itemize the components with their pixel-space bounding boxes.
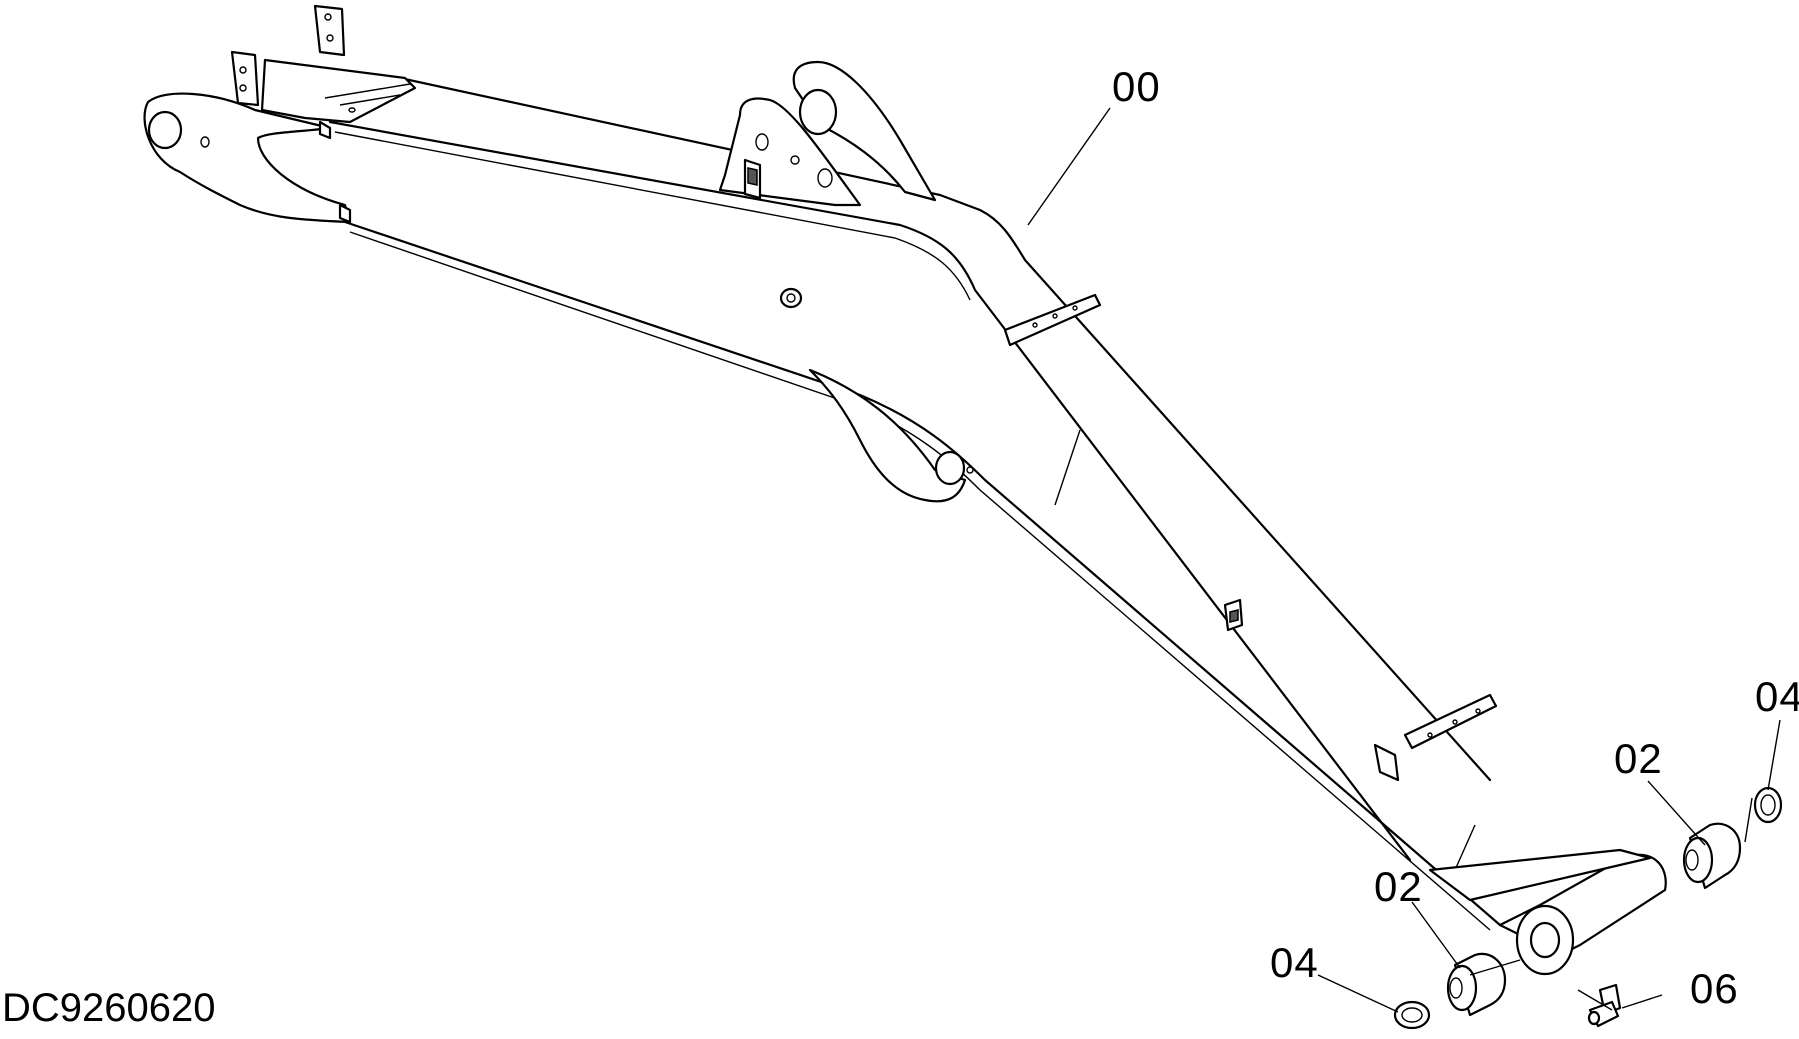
part-label-grease-fitting: 06: [1690, 965, 1739, 1012]
part-label-seal-left: 04: [1270, 939, 1319, 986]
part-label-bushing-left: 02: [1374, 863, 1423, 910]
drawing-id: DC9260620: [2, 986, 216, 1030]
loose-parts: [1393, 786, 1783, 1030]
part-label-bushing-right: 02: [1614, 735, 1663, 782]
boom-body: [143, 4, 1667, 976]
part-label-boom: 00: [1112, 63, 1161, 110]
leader-lines: [1027, 107, 1781, 1013]
part-label-seal-right: 04: [1755, 673, 1799, 720]
